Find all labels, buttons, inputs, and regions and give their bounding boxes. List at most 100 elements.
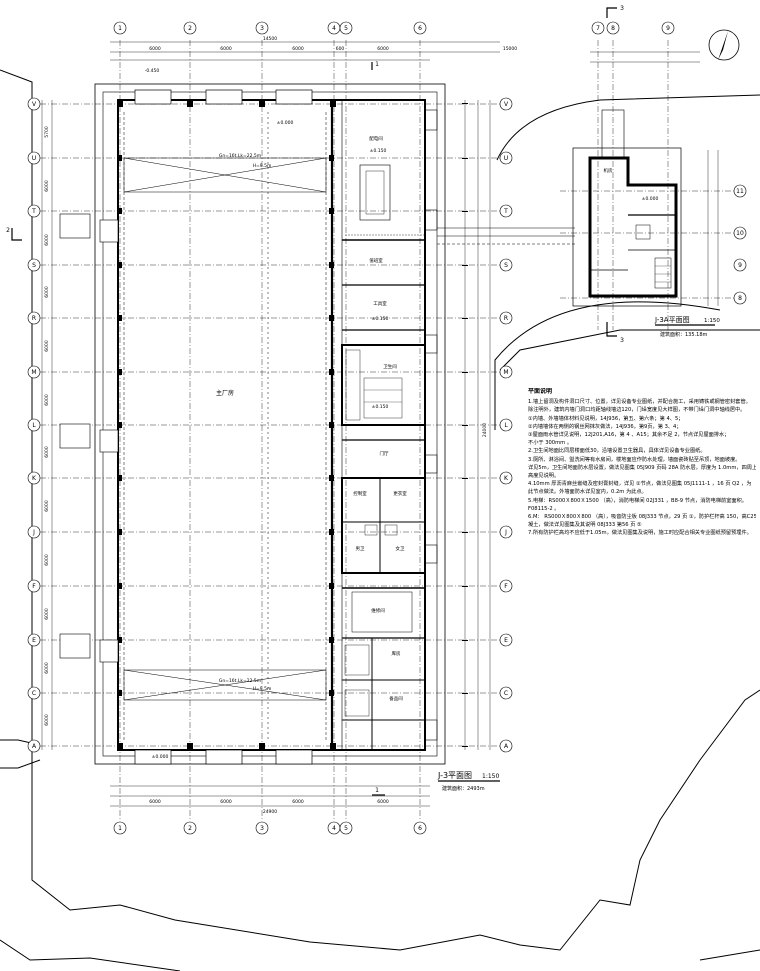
elevation: ±0.150 — [372, 404, 389, 410]
note-line: 3.厕所、淋浴间、盥洗间等有水房间，楼地面应作防水处理，墙面瓷砖贴至吊顶，地面坡… — [528, 456, 741, 463]
crane-label: H=9.5m — [253, 686, 272, 692]
dim-bay: 6000 — [292, 46, 304, 52]
axis-label-row: U — [504, 155, 508, 162]
note-line: 4.10mm 厚沥青麻丝嵌缝及密封膏封缝，详见 ②节点，做法见图集 05J111… — [528, 481, 752, 488]
room-label: 值班室 — [369, 257, 383, 264]
axis-label-row: R — [32, 315, 36, 322]
axis-label-col: 3 — [260, 25, 264, 32]
dim-left: 6000 — [44, 394, 50, 406]
dim-left: 5700 — [44, 126, 50, 138]
dim-left: 6000 — [44, 714, 50, 726]
section-mark: 1 — [375, 61, 379, 68]
plan-notes: 平面说明 1.墙上留洞及构件洞口尺寸、位置，详见设备专业图纸，并配合施工，采用铸… — [528, 388, 756, 538]
annex-title: J-3A平面图 — [654, 316, 690, 324]
room-label: 卫生间 — [383, 363, 397, 370]
axis-label-row: R — [504, 315, 508, 322]
annex-wall — [588, 156, 678, 298]
dim-bay: 6000 — [377, 46, 389, 52]
dim-left: 6000 — [44, 234, 50, 246]
note-line: 高度见说明。 — [528, 473, 560, 480]
axis-label-row: V — [32, 101, 37, 108]
axis-label-row: 10 — [736, 230, 744, 237]
top-opening — [275, 89, 313, 105]
dim-left: 6000 — [44, 286, 50, 298]
axis-label-row: E — [504, 637, 508, 644]
axis-label-row: A — [504, 743, 509, 750]
axis-label-row: S — [504, 262, 508, 269]
room-label: 工具室 — [373, 300, 387, 307]
dim-total: 15000 — [503, 46, 517, 52]
axis-label-row: C — [32, 690, 36, 697]
note-line: 2.卫生间地面比同层楼面低30，沿墙设置卫生器具，具体详见设备专业图纸。 — [528, 448, 706, 455]
bottom-opening — [275, 749, 313, 765]
drawing-scale: 1:150 — [482, 773, 499, 780]
bottom-opening — [205, 749, 243, 765]
axis-label-col: 6 — [418, 25, 422, 32]
road-left — [0, 739, 181, 971]
elevation: ±0.150 — [370, 148, 387, 154]
axis-label-row: T — [31, 208, 36, 215]
elevation: ±0.000 — [277, 120, 294, 126]
elevation: ±0.150 — [372, 316, 389, 322]
top-opening — [205, 89, 243, 105]
axis-label-col: 9 — [666, 25, 670, 32]
axis-label-row: M — [31, 369, 36, 376]
top-opening — [134, 89, 172, 105]
room-label: 库房 — [392, 650, 401, 657]
dim-bay: 6000 — [149, 46, 161, 52]
axis-label-col: 5 — [344, 25, 348, 32]
site-boundary-right — [494, 301, 760, 961]
axis-label-col: 7 — [596, 25, 600, 32]
structural-columns — [117, 101, 336, 749]
axis-label-col: 4 — [332, 825, 336, 832]
axis-label-col: 2 — [188, 825, 192, 832]
drawing-title: J-3平面图 — [437, 771, 472, 780]
axis-label-row: F — [32, 583, 36, 590]
drawing-area: 建筑面积：2493m — [442, 785, 485, 792]
room-label: 备品间 — [389, 695, 403, 702]
axis-label-row: M — [503, 369, 508, 376]
room-label: 女卫 — [396, 545, 405, 552]
axis-label-row: J — [504, 529, 507, 536]
dim-left: 6000 — [44, 662, 50, 674]
room-label: 配电间 — [369, 135, 383, 142]
axis-label-col: 1 — [118, 25, 122, 32]
axis-label-row: V — [504, 101, 509, 108]
axis-label-row: T — [503, 208, 508, 215]
note-line: 6.M： RS000Ｘ800Ｘ800 （高），吸音防尘板 08J333 节点，2… — [528, 514, 756, 521]
note-line: 不小于 300mm 。 — [528, 440, 573, 447]
dim-total: 14500 — [263, 36, 277, 42]
section-mark: 2 — [6, 227, 10, 234]
note-line: 凝土，做法详见图集及其说明 08J333 第56 页 ⑤ — [528, 522, 642, 529]
dim-left: 6000 — [44, 500, 50, 512]
axis-label-col: 8 — [611, 25, 615, 32]
building-outline-inner — [102, 91, 438, 757]
axis-label-row: J — [32, 529, 35, 536]
axis-label-col: 1 — [118, 825, 122, 832]
axis-label-row: K — [32, 475, 37, 482]
dimension-lines — [41, 41, 500, 807]
building-outline-outer — [94, 83, 446, 765]
pipe-connection — [437, 227, 575, 245]
notes-title: 平面说明 — [528, 388, 553, 395]
room-label: 男卫 — [356, 546, 365, 552]
dim-total: 24900 — [263, 809, 277, 815]
note-line: ①内墙、外墙墙体材料见说明，14J936，第五、第六条；第 4、5； — [528, 415, 684, 422]
note-line: 1.墙上留洞及构件洞口尺寸、位置，详见设备专业图纸，并配合施工，采用铸铁或钢管密… — [528, 399, 751, 406]
axis-label-row: E — [32, 637, 36, 644]
axis-label-col: 2 — [188, 25, 192, 32]
dim-left: 6000 — [44, 608, 50, 620]
elevation: -0.450 — [145, 68, 160, 74]
axis-label-row: 11 — [736, 188, 744, 195]
dim-bay: 6000 — [149, 799, 161, 805]
annex-elevation: ±0.000 — [642, 196, 659, 202]
note-line: 详见5m，卫生间地面防水层设置，做法见图集 05J909 页码 28A 防水层，… — [528, 464, 756, 471]
bottom-opening — [134, 749, 172, 765]
room-label: 维修间 — [371, 607, 385, 614]
axis-label-row: L — [32, 422, 36, 429]
dim-left: 6000 — [44, 554, 50, 566]
section-mark: 3 — [620, 337, 624, 344]
axis-label-col: 3 — [260, 825, 264, 832]
section-mark: 3 — [620, 5, 624, 12]
section-mark: 1 — [375, 787, 379, 794]
